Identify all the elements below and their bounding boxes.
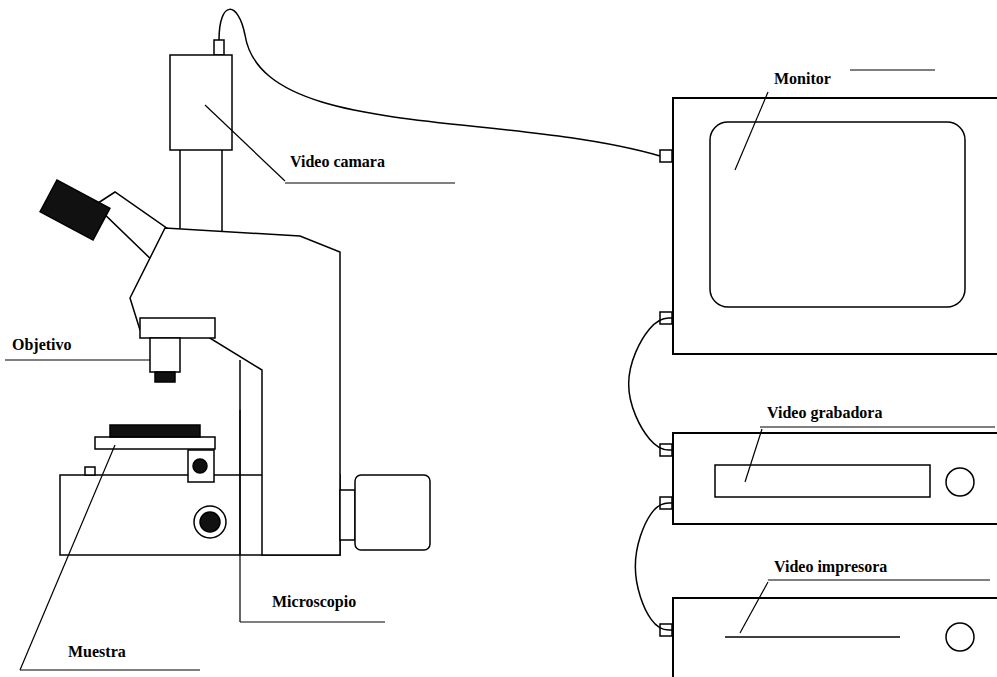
video-cable: [635, 503, 672, 630]
stage: [95, 437, 215, 449]
printer-knob: [946, 623, 974, 651]
video-cable: [629, 318, 672, 450]
part-label: Video camara: [290, 152, 385, 171]
label-underline: [760, 426, 995, 427]
eyepiece: [40, 180, 110, 240]
part-label: Objetivo: [12, 335, 72, 354]
camera-connector: [214, 40, 224, 55]
sample-slide: [110, 425, 200, 437]
device-label: Video grabadora: [767, 403, 882, 422]
objective-lens: [150, 338, 180, 372]
recorder-box: Video grabadora: [672, 432, 997, 525]
monitor-screen: [710, 122, 965, 307]
leader-line: [20, 445, 115, 670]
leader-line: [735, 92, 768, 170]
microscope-arm: [130, 228, 340, 555]
leader-line: [740, 582, 768, 633]
part-label: Microscopio: [272, 592, 356, 611]
paper-slot: [725, 636, 900, 638]
stage-knob: [193, 459, 207, 473]
part-label: Muestra: [68, 642, 126, 661]
lamp-housing: [355, 475, 430, 550]
label-underline: [850, 69, 935, 70]
lamp-neck: [340, 490, 355, 540]
leader-line: [5, 359, 150, 360]
eyepiece-body: [40, 180, 110, 240]
label-underline: [20, 669, 200, 670]
leader-line: [205, 105, 285, 181]
leader-line: [239, 410, 240, 622]
camera-tube: [180, 148, 222, 240]
nosepiece: [140, 318, 215, 338]
objective-tip: [155, 372, 175, 382]
device-label: Video impresora: [774, 557, 887, 576]
leader-line: [745, 429, 762, 482]
camera-cable: [219, 9, 660, 156]
label-underline: [285, 182, 455, 183]
monitor-box: Monitor: [672, 97, 997, 355]
recorder-knob: [946, 468, 974, 496]
tape-slot: [715, 465, 930, 497]
port: [660, 150, 672, 162]
base-knob: [85, 467, 95, 475]
printer-box: Video impresora: [672, 597, 997, 677]
stage-bracket: [188, 450, 214, 482]
label-underline: [768, 579, 990, 580]
focus-knob-center: [200, 512, 220, 532]
focus-knob: [194, 506, 226, 538]
device-label: Monitor: [774, 69, 831, 88]
label-underline: [240, 621, 385, 622]
video-camera: [170, 55, 232, 150]
